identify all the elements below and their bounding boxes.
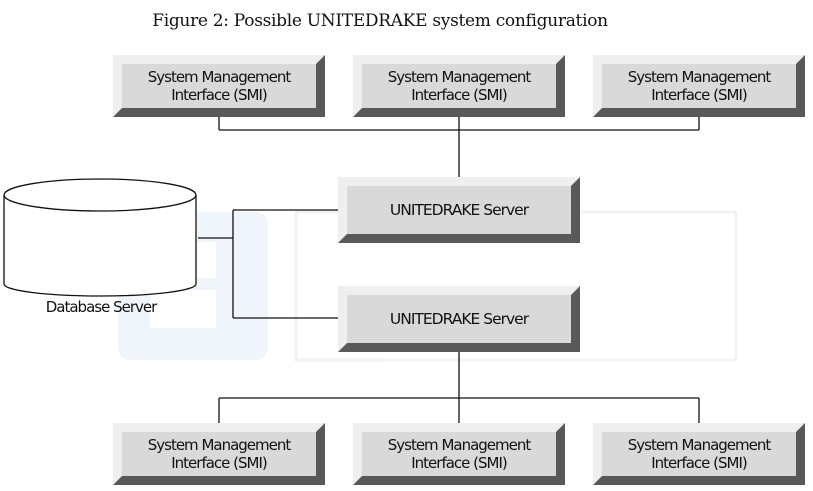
- smi-label-line2: Interface (SMI): [171, 86, 268, 104]
- unitedrake-server-box-2: UNITEDRAKE Server: [338, 286, 580, 352]
- top-smi-box-3: System Management Interface (SMI): [593, 55, 805, 117]
- smi-label-line2: Interface (SMI): [171, 454, 268, 472]
- smi-label-line2: Interface (SMI): [651, 86, 748, 104]
- smi-label-line2: Interface (SMI): [411, 86, 508, 104]
- bottom-connectors: [218, 352, 700, 423]
- database-cylinder: [3, 178, 197, 297]
- bottom-smi-box-3: System Management Interface (SMI): [593, 423, 805, 485]
- smi-label-line2: Interface (SMI): [651, 454, 748, 472]
- smi-label-line1: System Management: [387, 68, 532, 86]
- smi-label-line1: System Management: [627, 436, 772, 454]
- smi-label-line1: System Management: [387, 436, 532, 454]
- smi-label-line1: System Management: [147, 68, 292, 86]
- database-connectors: [198, 209, 338, 319]
- bottom-smi-box-2: System Management Interface (SMI): [353, 423, 565, 485]
- server-label: UNITEDRAKE Server: [389, 310, 529, 328]
- top-connectors: [218, 115, 700, 177]
- bottom-smi-box-1: System Management Interface (SMI): [113, 423, 325, 485]
- figure-caption: Figure 2: Possible UNITEDRAKE system con…: [152, 11, 608, 31]
- top-smi-box-1: System Management Interface (SMI): [113, 55, 325, 117]
- smi-label-line2: Interface (SMI): [411, 454, 508, 472]
- top-smi-box-2: System Management Interface (SMI): [353, 55, 565, 117]
- database-server-label: Database Server: [45, 298, 158, 316]
- smi-label-line1: System Management: [627, 68, 772, 86]
- smi-label-line1: System Management: [147, 436, 292, 454]
- server-label: UNITEDRAKE Server: [389, 201, 529, 219]
- unitedrake-server-box-1: UNITEDRAKE Server: [338, 177, 580, 243]
